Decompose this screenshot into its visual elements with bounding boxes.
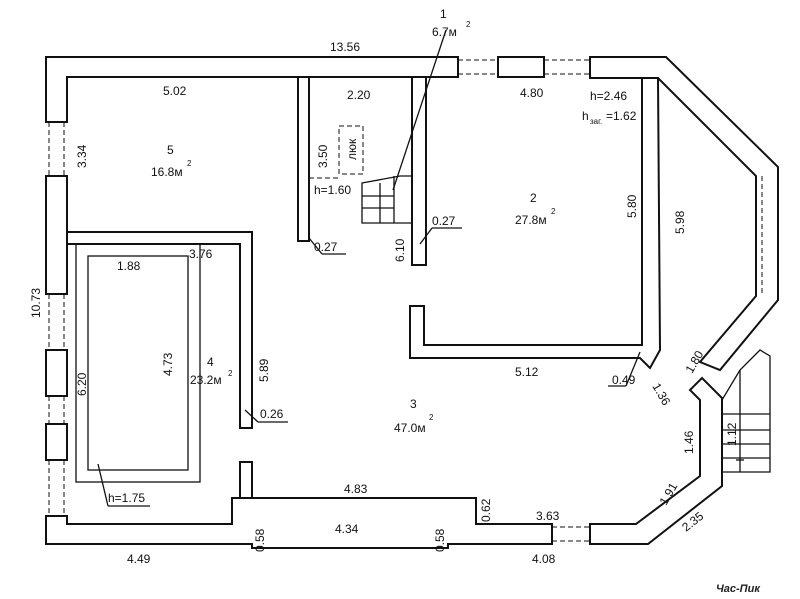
staircase-right [721, 349, 771, 473]
dim-r2-bottom: 5.12 [515, 365, 539, 379]
dim-r3-bottom: 4.83 [344, 482, 368, 496]
dim-wall-027-b: 0.27 [432, 214, 456, 228]
dim-058-a: 0.58 [253, 528, 267, 552]
room4-number: 4 [207, 355, 214, 369]
dim-wall-026: 0.26 [260, 407, 284, 421]
dim-r4-width: 3.76 [189, 247, 213, 261]
dim-r2-h-value: =1.62 [606, 109, 637, 123]
room5-area-sup: 2 [187, 159, 192, 168]
right-diagonal-wall [589, 376, 723, 545]
dim-h-160: h=1.60 [314, 183, 351, 197]
dim-146: 1.46 [682, 430, 696, 454]
top-wall-right [589, 56, 779, 372]
dim-pool-h: h=1.75 [108, 491, 145, 505]
dim-r4-depth: 6.20 [75, 372, 89, 396]
inner-walls [66, 76, 662, 499]
dim-corridor-depth: 3.50 [316, 144, 330, 168]
watermark-logo: Час-Пик [716, 583, 761, 595]
room1-area: 6.7м [432, 25, 457, 39]
dim-wall-610: 6.10 [393, 238, 407, 262]
leader-lines [97, 227, 641, 507]
dim-r2-depth-outer: 5.98 [673, 210, 687, 234]
top-wall [45, 56, 459, 123]
left-wall-a [45, 175, 68, 295]
staircase-main [361, 29, 447, 224]
room3-area: 47.0м [394, 421, 426, 435]
room4-area-sup: 2 [228, 369, 233, 378]
dim-136: 1.36 [649, 381, 673, 409]
dim-r4-inner: 5.89 [257, 358, 271, 382]
dim-left-total: 10.73 [29, 288, 43, 318]
room5-area: 16.8м [151, 165, 183, 179]
dim-062: 0.62 [479, 498, 493, 522]
room2-bottom-wall [409, 77, 662, 370]
room1-area-sup: 2 [466, 20, 471, 29]
room3-number: 3 [410, 397, 417, 411]
room2-area: 27.8м [515, 213, 547, 227]
pool-inner [87, 255, 189, 471]
dim-058-b: 0.58 [433, 528, 447, 552]
dim-wall-027-a: 0.27 [314, 240, 338, 254]
room4-area: 23.2м [190, 373, 222, 387]
dim-363: 3.63 [536, 509, 560, 523]
left-wall-b [45, 349, 68, 397]
hatch-outline [338, 125, 364, 175]
dim-449: 4.49 [127, 552, 151, 566]
dim-corridor-width: 2.20 [347, 88, 371, 102]
left-wall-c [45, 423, 68, 461]
dim-408: 4.08 [532, 552, 556, 566]
hatch-label: люк [345, 138, 359, 160]
room1-number: 1 [440, 7, 447, 21]
left-wall-bottom [45, 497, 553, 549]
room-labels: 1 6.7м 2 2 27.8м 2 3 47.0м 2 4 23.2м 2 5… [151, 7, 556, 435]
dim-r5-depth: 3.34 [75, 144, 89, 168]
room3-area-sup: 2 [429, 413, 434, 422]
dimension-labels: 13.56 5.02 3.34 2.20 3.50 4.80 h=2.46 h … [29, 40, 739, 566]
dim-r2-h-sub: заг. [590, 117, 602, 126]
room2-area-sup: 2 [551, 207, 556, 216]
outer-walls [45, 56, 779, 549]
dim-r2-height: h=2.46 [590, 89, 627, 103]
dim-pool-length: 4.73 [161, 352, 175, 376]
dim-049: 0.49 [612, 373, 636, 387]
corridor-right-wall [411, 76, 427, 266]
dim-pool-width: 1.88 [117, 259, 141, 273]
room5-number: 5 [167, 143, 174, 157]
dim-434: 4.34 [335, 522, 359, 536]
windows [48, 59, 763, 542]
room4-wall [66, 231, 253, 429]
room2-number: 2 [530, 191, 537, 205]
top-wall-mid [497, 56, 545, 78]
room4-bottom-stub [239, 461, 253, 499]
pool-outer [75, 243, 201, 483]
dim-r2-width: 4.80 [520, 86, 544, 100]
dim-top-length: 13.56 [330, 40, 360, 54]
corridor-left-wall [297, 76, 310, 242]
dim-r2-h-label: h [582, 109, 589, 123]
dim-112: 1.12 [725, 422, 739, 446]
dim-r2-depth-inner: 5.80 [625, 194, 639, 218]
dim-r5-width: 5.02 [163, 84, 187, 98]
